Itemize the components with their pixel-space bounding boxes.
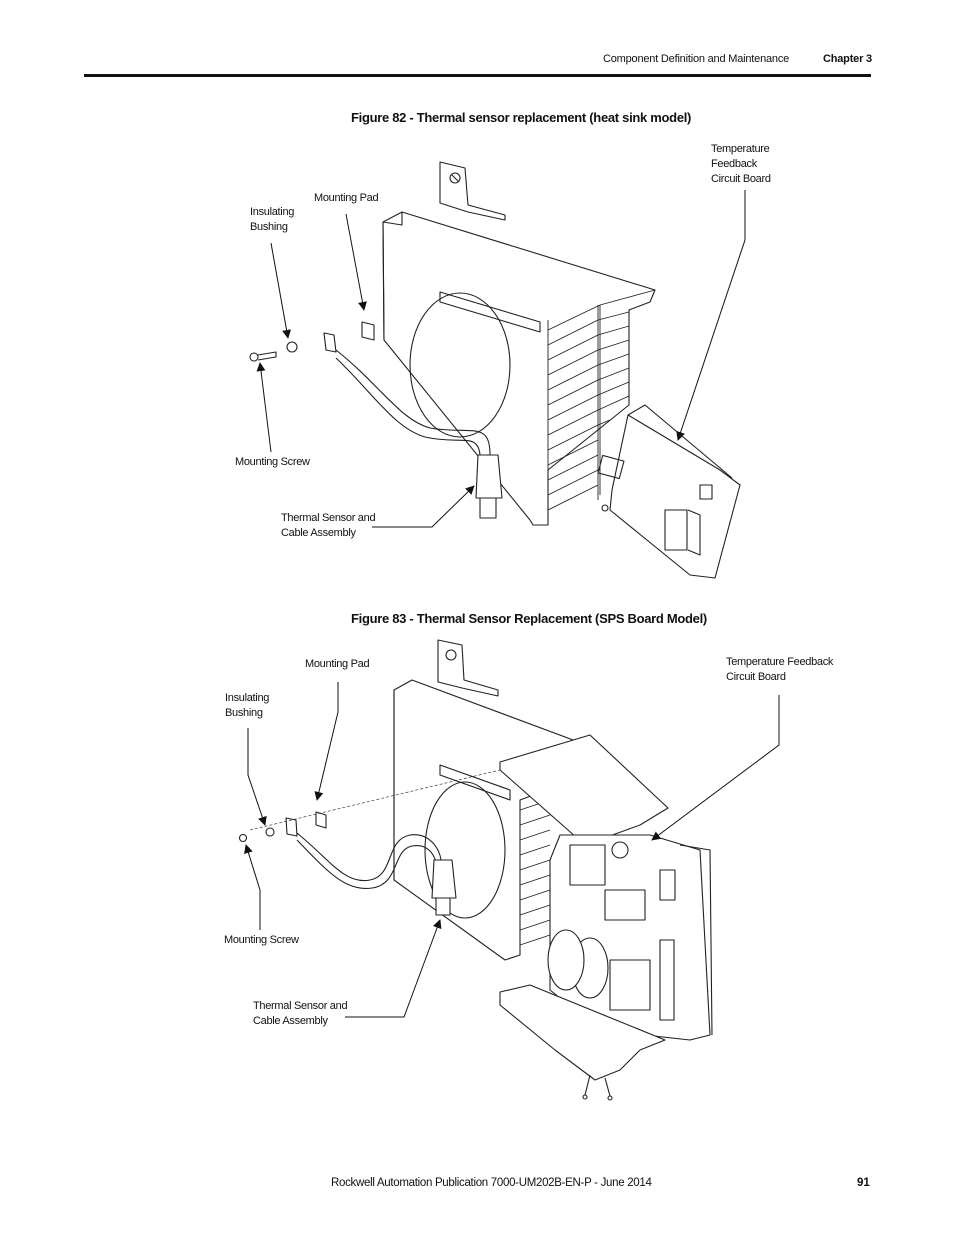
figure-83-caption: Figure 83 - Thermal Sensor Replacement (… xyxy=(351,611,707,626)
fig83-label-mounting-screw: Mounting Screw xyxy=(224,934,299,946)
fig82-label-temp-feedback-board: Temperature Feedback Circuit Board xyxy=(711,143,771,185)
page-number: 91 xyxy=(857,1177,870,1189)
figure-82-caption: Figure 82 - Thermal sensor replacement (… xyxy=(351,110,692,125)
fig83-label-temp-feedback-board: Temperature Feedback Circuit Board xyxy=(726,656,834,683)
fig83-label-mounting-pad: Mounting Pad xyxy=(305,658,370,670)
fig83-label-thermal-sensor: Thermal Sensor and Cable Assembly xyxy=(253,1000,348,1027)
fig82-label-insulating-bushing: Insulating Bushing xyxy=(250,206,295,233)
running-header-chapter: Chapter 3 xyxy=(823,53,872,65)
fig82-label-thermal-sensor: Thermal Sensor and Cable Assembly xyxy=(281,512,376,539)
running-header-section: Component Definition and Maintenance xyxy=(603,53,790,65)
fig82-label-mounting-pad: Mounting Pad xyxy=(314,192,379,204)
footer-publication: Rockwell Automation Publication 7000-UM2… xyxy=(331,1177,652,1189)
header-rule xyxy=(84,74,871,77)
fig82-label-mounting-screw: Mounting Screw xyxy=(235,456,310,468)
fig83-label-insulating-bushing: Insulating Bushing xyxy=(225,692,270,719)
